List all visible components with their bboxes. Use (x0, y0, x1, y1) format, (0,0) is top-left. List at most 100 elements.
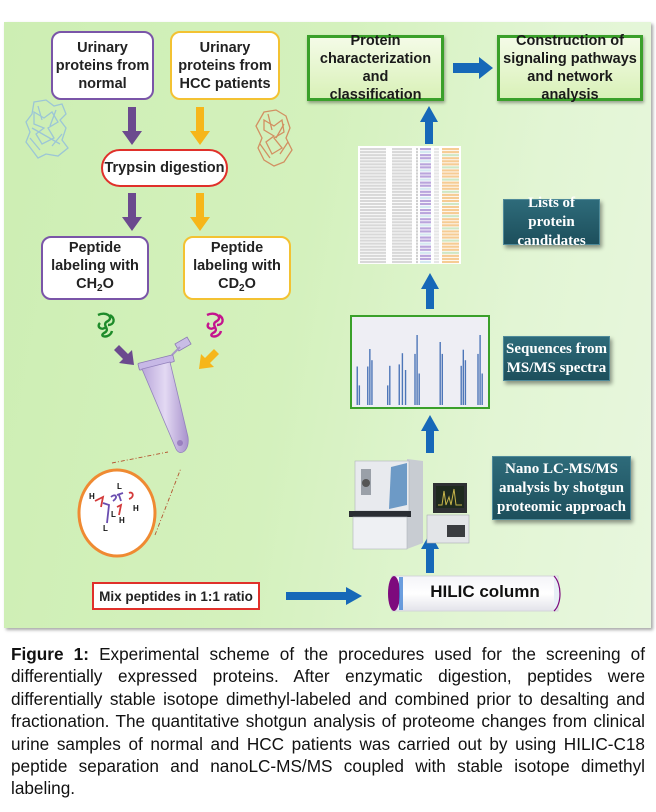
hcc-to-digestion-arrow-icon (190, 107, 210, 145)
ms-to-spectra-arrow-icon (421, 415, 439, 453)
table-row (360, 190, 459, 193)
protein-list-rows (360, 148, 459, 264)
ch2o-labeling-line-2: labeling with (51, 257, 139, 274)
mix-peptides-box: Mix peptides in 1:1 ratio (92, 582, 260, 610)
nano-lc-msms-box: Nano LC-MS/MS analysis by shotgun proteo… (492, 456, 631, 520)
table-row (360, 236, 459, 239)
table-row (360, 169, 459, 172)
cd2o-reagent: CD2O (193, 275, 281, 298)
heavy-peptide-icon (206, 312, 224, 338)
normal-proteins-line-1: Urinary (77, 39, 128, 56)
table-row (360, 218, 459, 221)
table-row (360, 205, 459, 209)
figure-caption: Figure 1: Experimental scheme of the pro… (11, 643, 645, 800)
hcc-proteins-line-1: Urinary (199, 39, 251, 56)
table-row (360, 187, 459, 190)
table-row (360, 221, 459, 224)
hilic-column-icon (388, 575, 561, 612)
table-row (360, 248, 459, 251)
characterization-line-3: classification (329, 87, 422, 103)
sequences-line-1: Sequences from (506, 340, 607, 357)
hilic-column-label: HILIC column (430, 582, 540, 601)
isotope-label-l: L (111, 510, 116, 519)
table-row (360, 224, 459, 227)
table-row (360, 209, 459, 212)
table-row (360, 212, 459, 215)
table-row (360, 196, 459, 199)
ch2o-suffix: O (102, 275, 114, 292)
ch2o-reagent: CH2O (51, 275, 139, 298)
hcc-protein-structure-icon (255, 109, 293, 167)
hcc-proteins-box: Urinary proteins from HCC patients (170, 31, 280, 100)
heavy-to-tube-arrow-icon (199, 349, 219, 369)
table-row (360, 239, 459, 242)
magnify-callout-lines (111, 451, 182, 536)
table-row (360, 251, 459, 254)
protein-lists-line-2: candidates (517, 232, 586, 249)
msms-spectrum-peaks (356, 335, 483, 405)
table-row (360, 260, 459, 264)
cd2o-subscript: 2 (239, 282, 245, 294)
isotope-label-h: H (119, 516, 125, 525)
digestion-to-cd2o-arrow-icon (190, 193, 210, 231)
protein-characterization-box: Protein characterization and classificat… (307, 33, 444, 103)
ch2o-prefix: CH (76, 275, 98, 292)
protein-list-table-thumbnail (358, 146, 461, 264)
cd2o-prefix: CD (218, 275, 240, 292)
isotope-mixture-magnifier-icon: H L L H L H (77, 468, 157, 558)
mix-peptides-label: Mix peptides in 1:1 ratio (99, 588, 253, 604)
list-to-characterization-arrow-icon (420, 106, 438, 144)
normal-proteins-line-2: proteins from (55, 57, 150, 74)
nano-lc-line-3: proteomic approach (496, 498, 627, 515)
protein-lists-box: Lists of protein candidates (503, 195, 600, 249)
table-row (360, 233, 459, 236)
ch2o-labeling-box: Peptide labeling with CH2O (41, 236, 149, 300)
light-peptide-icon (97, 312, 115, 338)
nano-lc-line-2: analysis by shotgun (498, 479, 625, 496)
table-row (360, 157, 459, 160)
table-row (360, 175, 459, 178)
table-row (360, 148, 459, 151)
hcc-proteins-line-2: proteins from (178, 57, 272, 74)
spectra-to-list-arrow-icon (421, 273, 439, 309)
cd2o-labeling-line-2: labeling with (193, 257, 281, 274)
pathways-line-1: Construction of (516, 33, 624, 49)
table-row (360, 215, 459, 218)
light-to-tube-arrow-icon (114, 345, 134, 365)
characterization-line-1: Protein (350, 33, 401, 49)
table-row (360, 160, 459, 163)
table-row (360, 242, 459, 245)
table-row (360, 151, 459, 154)
table-row (360, 254, 459, 257)
digestion-to-ch2o-arrow-icon (122, 193, 142, 231)
table-row (360, 227, 459, 230)
mass-spectrometer-icon (349, 459, 470, 550)
trypsin-digestion-label: Trypsin digestion (104, 160, 225, 176)
pathways-line-3: and network analysis (527, 69, 613, 103)
mix-to-column-arrow-icon (286, 587, 362, 605)
mixing-tube-icon (137, 336, 192, 453)
table-row (360, 257, 459, 260)
msms-spectrum-panel (350, 315, 490, 409)
table-row (360, 172, 459, 175)
figure-caption-text: Experimental scheme of the procedures us… (11, 644, 645, 799)
normal-to-digestion-arrow-icon (122, 107, 142, 145)
table-row (360, 181, 459, 184)
table-row (360, 166, 459, 169)
isotope-label-l: L (117, 482, 122, 491)
ch2o-labeling-line-1: Peptide (68, 239, 122, 256)
table-row (360, 184, 459, 187)
protein-lists-line-1: Lists of protein (527, 194, 576, 230)
normal-protein-structure-icon (25, 99, 69, 159)
table-row (360, 154, 459, 157)
table-row (360, 193, 459, 196)
table-row (360, 199, 459, 203)
trypsin-digestion-box: Trypsin digestion (101, 149, 228, 187)
cd2o-suffix: O (244, 275, 256, 292)
signaling-pathways-box: Construction of signaling pathways and n… (497, 33, 643, 103)
cd2o-labeling-line-1: Peptide (210, 239, 264, 256)
hcc-proteins-line-3: HCC patients (179, 75, 271, 92)
normal-proteins-line-3: normal (78, 75, 127, 92)
table-row (360, 163, 459, 166)
sequences-line-2: MS/MS spectra (506, 359, 607, 376)
